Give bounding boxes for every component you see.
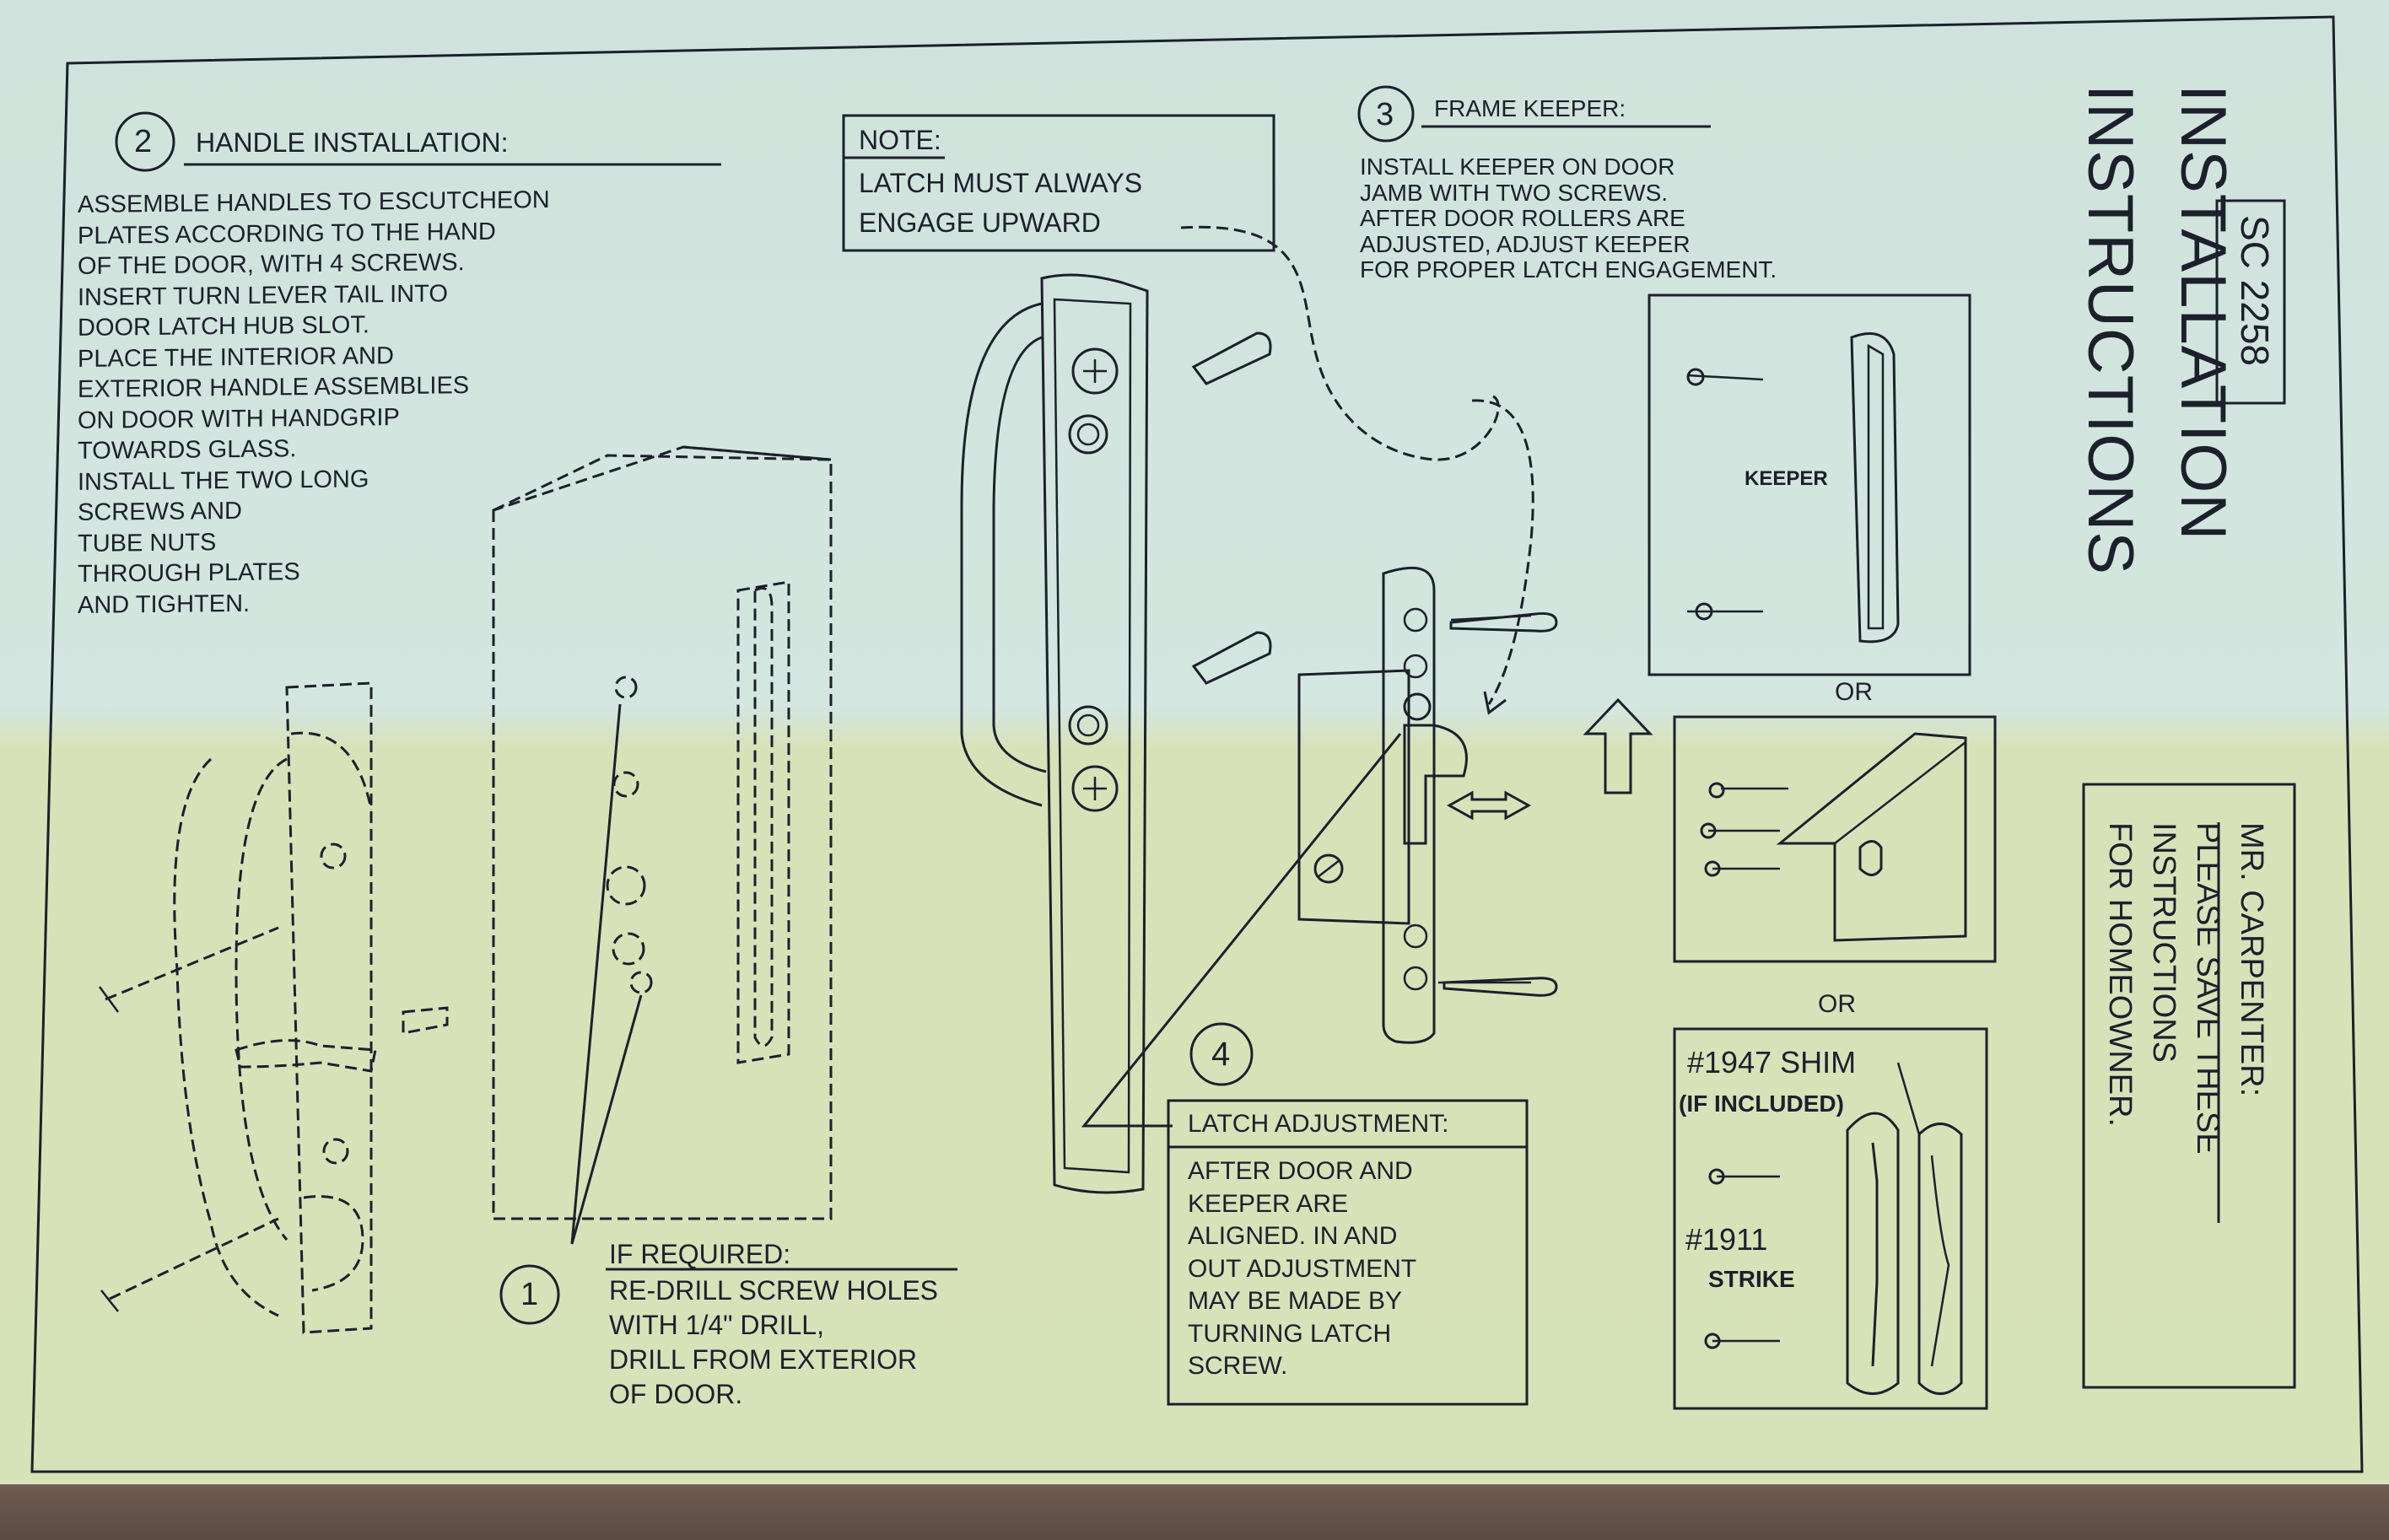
shim-strike-illustration [1704, 1062, 1963, 1395]
carpenter-note-line2: PLEASE SAVE THESE [2190, 822, 2225, 1155]
step4-leader [1081, 733, 1402, 1128]
note-leader [1180, 225, 1500, 461]
tube-nuts-illustration [1191, 331, 1272, 685]
center-handle-illustration [960, 273, 1149, 1194]
handle-assembly-illustration [98, 681, 449, 1334]
step1-leader-a [570, 703, 622, 1245]
step1-leader-b [570, 994, 643, 1245]
up-arrow-icon [1583, 697, 1653, 794]
model-code-box [2215, 199, 2286, 405]
shim-part-number: #1947 SHIM [1687, 1045, 1857, 1080]
step4-title: LATCH ADJUSTMENT: [1188, 1110, 1449, 1138]
step1-title: IF REQUIRED: [609, 1239, 791, 1269]
carpenter-note-line4: FOR HOMEOWNER. [2102, 822, 2138, 1127]
step4-number: 4 [1211, 1036, 1231, 1073]
step2-circle [115, 111, 175, 172]
step3-number: 3 [1376, 97, 1394, 132]
model-code: SC 2258 [2233, 215, 2277, 367]
keeper-illustration [1686, 332, 1900, 643]
or-label-2: OR [1818, 990, 1856, 1018]
door-illustration [492, 445, 833, 1245]
or-label-1: OR [1835, 678, 1873, 706]
shim-note: (IF INCLUDED) [1679, 1090, 1844, 1117]
step4-box [1167, 1099, 1529, 1406]
title-instructions: INSTRUCTIONS [2074, 84, 2146, 575]
sheet-border [30, 15, 2364, 1473]
note-line2: ENGAGE UPWARD [859, 207, 1101, 238]
latch-assembly-illustration [1297, 399, 1653, 1044]
step2-title: HANDLE INSTALLATION: [196, 127, 509, 158]
shim-strike-panel [1673, 1027, 1988, 1410]
note-box [842, 114, 1275, 252]
strike-label: STRIKE [1708, 1266, 1795, 1292]
step4-circle [1189, 1022, 1254, 1086]
step3-body: INSTALL KEEPER ON DOOR JAMB WITH TWO SCR… [1360, 153, 1777, 283]
step1-number: 1 [520, 1277, 539, 1312]
carpenter-note-box [2082, 783, 2296, 1389]
carpenter-note-line3: INSTRUCTIONS [2146, 822, 2181, 1063]
step2-number: 2 [134, 124, 153, 159]
step3-title: FRAME KEEPER: [1434, 95, 1626, 121]
keeper-panel [1647, 293, 1971, 676]
keeper-alt-panel [1673, 715, 1997, 963]
keeper-alt-illustration [1700, 732, 1967, 942]
step3-circle [1357, 85, 1415, 143]
step4-body: AFTER DOOR AND KEEPER ARE ALIGNED. IN AN… [1188, 1157, 1417, 1380]
step1-body: RE-DRILL SCREW HOLES WITH 1/4" DRILL, DR… [609, 1275, 938, 1409]
strike-part-number: #1911 [1685, 1222, 1768, 1257]
step1-circle [499, 1264, 560, 1325]
title-installation: INSTALLATION [2167, 84, 2239, 541]
note-title: NOTE: [859, 125, 941, 155]
keeper-label: KEEPER [1745, 467, 1828, 490]
carpenter-note-line1: MR. CARPENTER: [2234, 822, 2269, 1097]
step2-body: ASSEMBLE HANDLES TO ESCUTCHEON PLATES AC… [78, 186, 550, 619]
note-line1: LATCH MUST ALWAYS [859, 168, 1143, 198]
table-surface [0, 1484, 2389, 1540]
